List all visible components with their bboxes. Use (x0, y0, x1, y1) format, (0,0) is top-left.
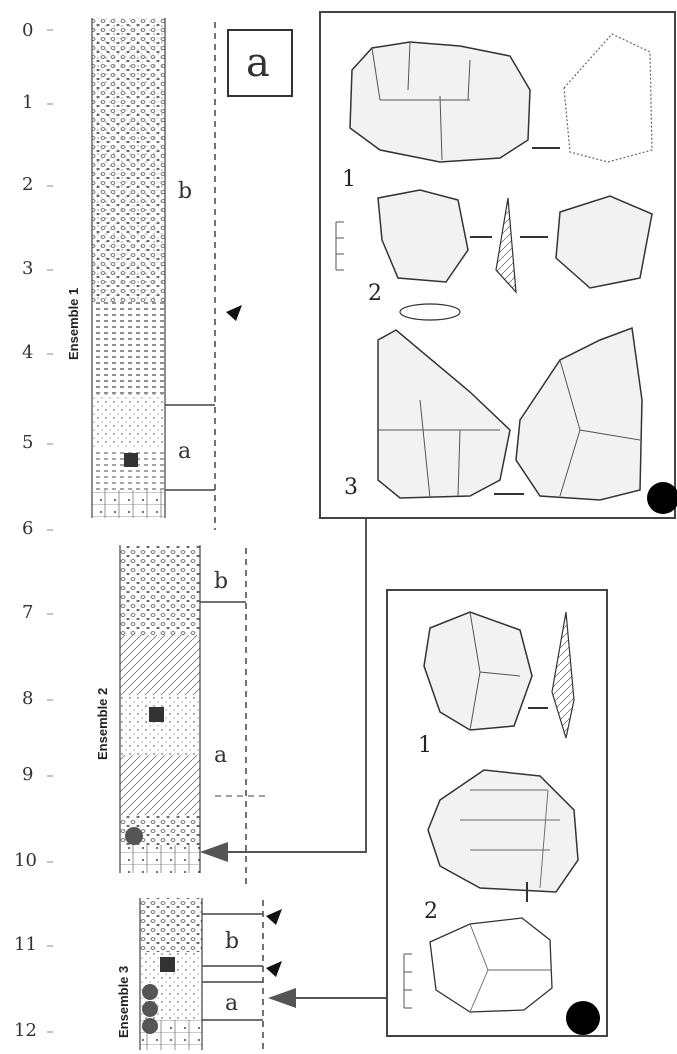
depth-tick: 7 (22, 602, 33, 623)
artifact-box-bottom: 1 2 (387, 590, 607, 1036)
ensemble-2-column: Ensemble 2 b a (95, 545, 266, 885)
square-marker (149, 707, 164, 722)
ensemble-label: Ensemble 1 (66, 288, 81, 360)
depth-scale: 0 1 2 3 4 5 6 7 8 9 10 11 12 (14, 20, 53, 1041)
circle-marker (142, 1001, 158, 1017)
unit-label: a (178, 439, 191, 464)
artifact-number: 2 (368, 281, 382, 306)
unit-label: b (225, 929, 239, 954)
depth-tick: 3 (22, 258, 33, 279)
triangle-marker (226, 305, 242, 321)
ensemble-label: Ensemble 3 (116, 966, 131, 1038)
depth-tick: 4 (22, 342, 33, 363)
artifact-1-flake (424, 612, 532, 730)
triangle-marker (266, 961, 282, 977)
artifact-number: 1 (342, 167, 356, 192)
unit-label: b (214, 569, 228, 594)
unit-label: a (214, 743, 227, 768)
depth-tick: 11 (14, 934, 37, 955)
depth-tick: 12 (14, 1020, 37, 1041)
artifact-number: 1 (418, 733, 432, 758)
artifact-number: 3 (344, 475, 358, 500)
depth-tick: 8 (22, 688, 33, 709)
square-marker (124, 453, 138, 467)
depth-tick: 0 (22, 20, 33, 41)
artifact-box-top: 1 2 3 (320, 12, 677, 518)
ensemble-1-column: Ensemble 1 b a (66, 18, 242, 530)
unit-label: b (178, 179, 192, 204)
circle-marker (142, 984, 158, 1000)
depth-tick: 9 (22, 764, 33, 785)
depth-tick: 1 (22, 92, 33, 113)
circle-marker (142, 1018, 158, 1034)
depth-tick: 10 (14, 850, 37, 871)
circle-marker (125, 827, 143, 845)
square-marker (160, 957, 175, 972)
ensemble-label: Ensemble 2 (95, 688, 110, 760)
triangle-marker (266, 909, 282, 925)
depth-tick: 5 (22, 432, 33, 453)
artifact-number: 2 (424, 899, 438, 924)
black-circle-symbol (566, 1001, 600, 1035)
ensemble-3-column: Ensemble 3 b a (116, 898, 282, 1052)
depth-tick: 6 (22, 518, 33, 539)
unit-label: a (225, 991, 238, 1016)
depth-tick: 2 (22, 174, 33, 195)
panel-label: a (246, 40, 270, 86)
